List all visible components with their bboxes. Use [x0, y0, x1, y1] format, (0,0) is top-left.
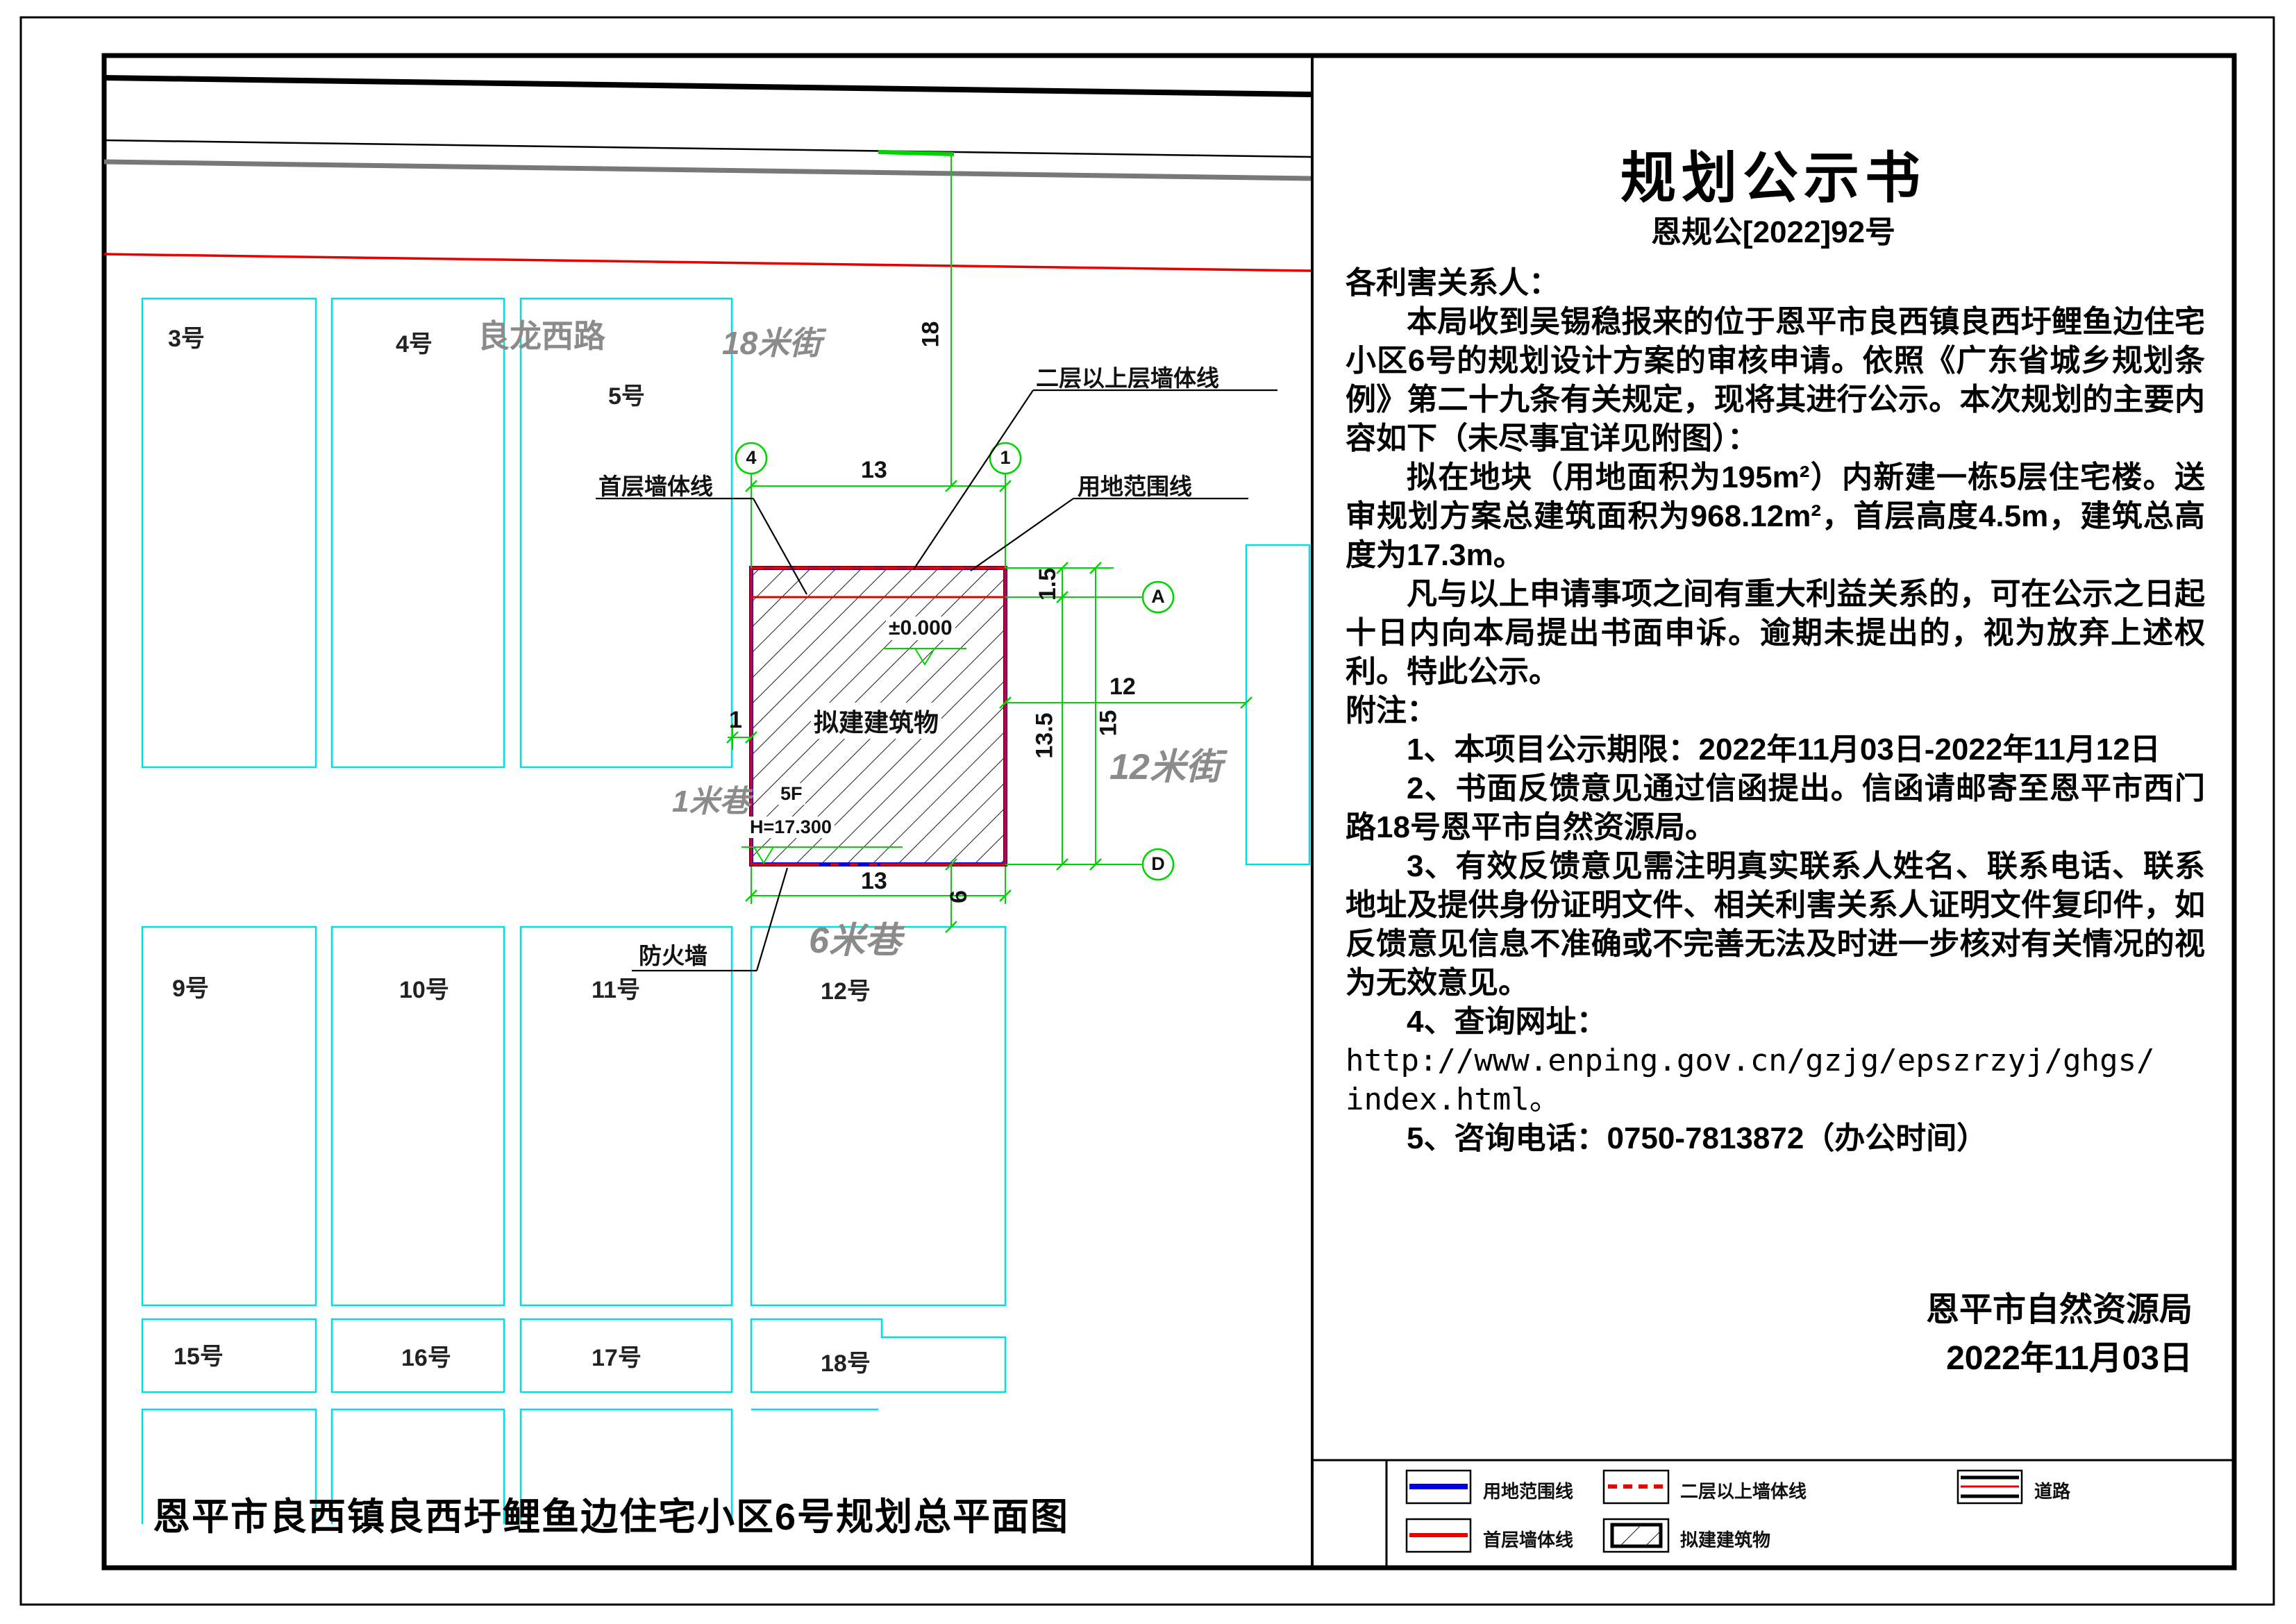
road-centerline-red — [103, 253, 1312, 272]
street-18m-label: 18米街 — [722, 325, 822, 361]
road-name-lianglong: 良龙西路 — [478, 318, 605, 354]
lot-outlines — [141, 297, 1311, 1524]
notice-para3: 凡与以上申请事项之间有重大利益关系的，可在公示之日起十日内向本局提出书面申诉。逾… — [1346, 577, 2205, 689]
dim-street18: 18 — [917, 321, 944, 348]
dim-total-depth: 15 — [1095, 710, 1122, 737]
grid-bubble-A — [1141, 580, 1175, 614]
lot-5: 5号 — [608, 383, 645, 410]
legend-label-road: 道路 — [2034, 1481, 2071, 1502]
lot-9: 9号 — [172, 976, 209, 1002]
building-level-zero: ±0.000 — [886, 617, 955, 640]
dim-lane1: 1 — [729, 707, 742, 733]
notice-notes-label: 附注： — [1346, 694, 1437, 728]
notice-salutation: 各利害关系人： — [1346, 266, 1559, 300]
dim-lane6: 6 — [945, 890, 972, 903]
building-floors: 5F — [778, 783, 805, 805]
legend-swatches — [1405, 1469, 2023, 1553]
legend-label-building: 拟建建筑物 — [1680, 1530, 1771, 1550]
legend-label-boundary: 用地范围线 — [1483, 1481, 1574, 1502]
lot-4: 4号 — [396, 331, 433, 358]
road-edge-thick — [103, 75, 1312, 97]
street-12m-label: 12米街 — [1109, 747, 1222, 787]
outer-border — [19, 16, 2275, 1606]
lot-18: 18号 — [821, 1350, 871, 1377]
proposed-building — [749, 566, 1007, 867]
inner-frame — [101, 53, 2237, 1571]
dim-setback: 1.5 — [1034, 567, 1062, 601]
notice-authority: 恩平市自然资源局 — [1925, 1291, 2193, 1328]
notice-title: 规划公示书 — [1620, 147, 1926, 209]
dimension-lines — [726, 150, 1252, 933]
notice-date: 2022年11月03日 — [1946, 1340, 2193, 1377]
notice-body: 各利害关系人： 本局收到吴锡稳报来的位于恩平市良西镇良西圩鲤鱼边住宅小区6号的规… — [1346, 264, 2205, 1158]
legend-label-upper-wall: 二层以上墙体线 — [1680, 1481, 1807, 1502]
grid-bubble-1 — [989, 442, 1022, 475]
dim-depth: 13.5 — [1031, 712, 1058, 759]
callout-boundary: 用地范围线 — [1078, 474, 1192, 499]
legend-label-first-wall: 首层墙体线 — [1483, 1530, 1574, 1550]
notice-para1: 本局收到吴锡稳报来的位于恩平市良西镇良西圩鲤鱼边住宅小区6号的规划设计方案的审核… — [1346, 305, 2205, 455]
callout-upper-wall: 二层以上层墙体线 — [1036, 365, 1219, 391]
legend-building-swatch — [1612, 1525, 1661, 1546]
notice-note4: 4、查询网址： — [1407, 1005, 1607, 1039]
lot-12: 12号 — [821, 978, 871, 1005]
lot-17: 17号 — [592, 1345, 642, 1371]
lot-15: 15号 — [174, 1343, 224, 1370]
grid-label-D: D — [1151, 853, 1165, 874]
site-plan-title: 恩平市良西镇良西圩鲤鱼边住宅小区6号规划总平面图 — [153, 1496, 1070, 1538]
grid-label-A: A — [1151, 586, 1165, 607]
notice-note2: 2、书面反馈意见通过信函提出。信函请邮寄至恩平市西门路18号恩平市自然资源局。 — [1346, 771, 2205, 844]
notice-signature: 恩平市自然资源局 2022年11月03日 — [1926, 1286, 2193, 1383]
notice-url-line2: index.html。 — [1346, 1082, 1560, 1117]
lot-11: 11号 — [592, 977, 640, 1003]
callout-firewall: 防火墙 — [639, 943, 707, 969]
notice-url-line1: http://www.enping.gov.cn/gzjg/epszrzyj/g… — [1346, 1043, 2155, 1078]
building-height: H=17.300 — [747, 817, 835, 838]
level-triangle-zero — [914, 648, 936, 666]
lot-16: 16号 — [401, 1345, 451, 1371]
lane-6m-label: 6米巷 — [809, 921, 901, 961]
dim-top-width: 13 — [861, 457, 887, 483]
building-label: 拟建建筑物 — [811, 703, 942, 739]
callout-first-wall: 首层墙体线 — [598, 474, 713, 499]
grid-label-1: 1 — [1000, 447, 1011, 468]
lot-3: 3号 — [168, 326, 205, 352]
lot-10: 10号 — [399, 977, 449, 1003]
level-triangle-height — [753, 846, 775, 864]
notice-doc-number: 恩规公[2022]92号 — [1650, 215, 1896, 249]
callout-leaders — [596, 389, 1277, 972]
notice-para2: 拟在地块（用地面积为195m²）内新建一栋5层住宅楼。送审规划方案总建筑面积为9… — [1346, 460, 2205, 572]
lane-1m-label: 1米巷 — [672, 785, 751, 819]
notice-note1: 1、本项目公示期限：2022年11月03日-2022年11月12日 — [1407, 733, 2161, 767]
notice-note5: 5、咨询电话：0750-7813872（办公时间） — [1407, 1121, 1988, 1155]
grid-bubble-D — [1141, 848, 1175, 881]
road-edge-gray — [103, 159, 1312, 181]
grid-bubble-4 — [735, 442, 768, 475]
notice-panel: 规划公示书 恩规公[2022]92号 各利害关系人： 本局收到吴锡稳报来的位于恩… — [1312, 56, 2234, 1460]
road-edge-thin — [103, 139, 1312, 158]
dim-street12: 12 — [1109, 673, 1136, 700]
grid-label-4: 4 — [746, 447, 757, 468]
dim-bottom-width: 13 — [861, 868, 887, 894]
notice-note3: 3、有效反馈意见需注明真实联系人姓名、联系电话、联系地址及提供身份证明文件、相关… — [1346, 849, 2205, 1000]
